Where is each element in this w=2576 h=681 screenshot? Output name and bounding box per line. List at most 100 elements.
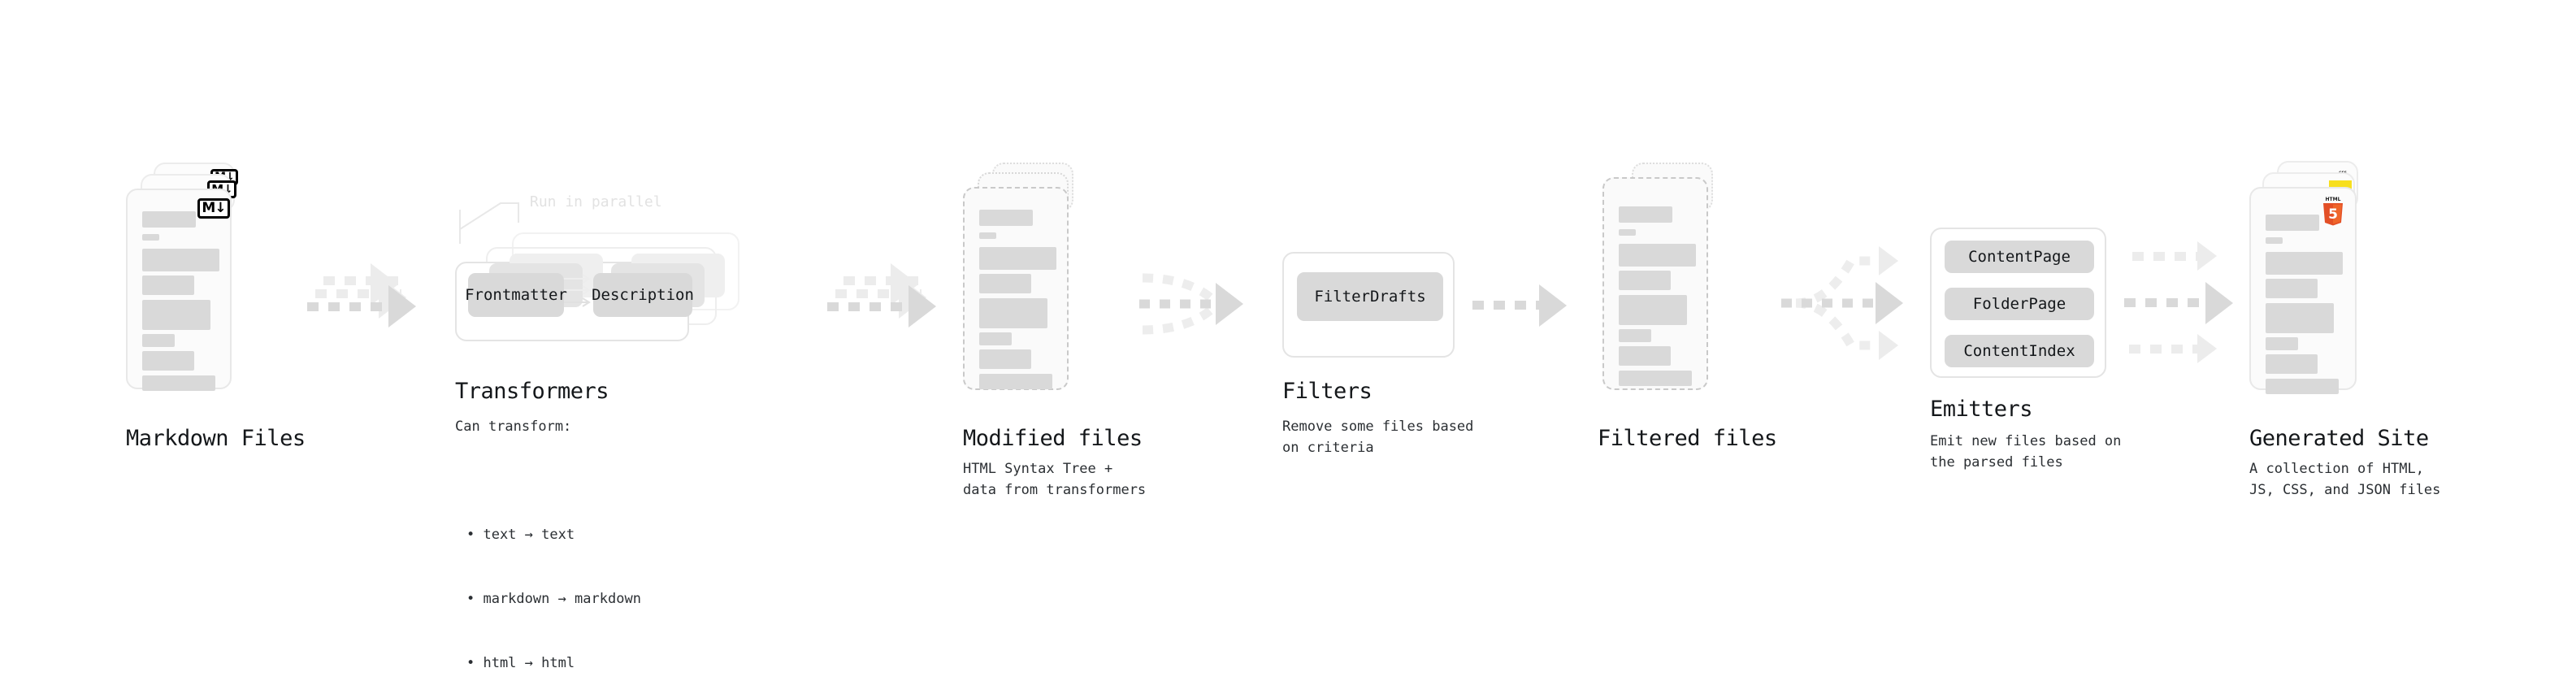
doc-line [1619, 295, 1687, 325]
filter-chip-label: FilterDrafts [1314, 288, 1426, 306]
doc-line [979, 247, 1056, 270]
filters-panel: FilterDrafts [1282, 252, 1455, 358]
doc-line [142, 375, 215, 391]
stage-label-markdown-files: Markdown Files [126, 426, 306, 451]
doc-line [142, 300, 210, 330]
doc-line [2266, 379, 2339, 394]
stage-label-filtered-files: Filtered files [1598, 426, 1777, 451]
transformers-bullet: • markdown → markdown [466, 591, 641, 608]
doc-line [979, 298, 1047, 328]
doc-line [1619, 244, 1696, 267]
doc-line [2266, 215, 2319, 231]
emitter-chip-label: ContentPage [1968, 248, 2071, 266]
doc-line [142, 351, 194, 371]
stage-label-emitters: Emitters [1930, 397, 2033, 422]
doc-line [979, 349, 1031, 369]
doc-line [979, 332, 1012, 345]
arrow-filters-to-filtered [1472, 284, 1578, 333]
emitters-description: Emit new files based on the parsed files [1930, 433, 2122, 471]
arrow-head [1876, 282, 1903, 324]
doc-line [142, 275, 194, 295]
arrow-head [1879, 331, 1898, 360]
parallel-bracket-left [459, 210, 505, 242]
generated-site-description: A collection of HTML, JS, CSS, and JSON … [2249, 461, 2441, 499]
arrow-converge-paths [1139, 273, 1219, 335]
arrow-markdown-to-transformers [307, 263, 425, 340]
doc-line [979, 274, 1031, 293]
run-in-parallel-label: Run in parallel [530, 193, 662, 210]
transformer-chip-frontmatter[interactable]: Frontmatter [465, 273, 567, 317]
arrow-dash [315, 289, 401, 298]
arrow-dash [323, 276, 401, 285]
arrow-dash [1472, 301, 1552, 310]
arrow-head [2197, 241, 2217, 271]
doc-line [2266, 354, 2318, 374]
arrow-dash [827, 302, 923, 311]
transformers-description: Can transform: [455, 419, 572, 435]
doc-line [979, 374, 1052, 389]
doc-line [1619, 371, 1692, 386]
arrow-modified-to-filters [1131, 260, 1261, 349]
doc-line [2266, 303, 2334, 333]
arrow-head [388, 285, 416, 327]
arrow-head [1539, 284, 1567, 327]
html5-badge: HTML 5 [2323, 197, 2343, 226]
arrow-dash [2132, 252, 2202, 261]
parallel-bracket-icon [459, 202, 519, 244]
transformer-inner-arrows [561, 275, 591, 307]
transformer-chip-description[interactable]: Description [592, 273, 694, 317]
arrow-head [1216, 283, 1243, 325]
emitter-chip-contentindex[interactable]: ContentIndex [1945, 335, 2094, 367]
arrow-dash [2124, 298, 2212, 307]
emitter-chip-contentpage[interactable]: ContentPage [1945, 241, 2094, 273]
markdown-doc-front [126, 189, 232, 391]
arrow-head [1879, 246, 1898, 275]
doc-line [2266, 237, 2283, 244]
transformer-chip-label: Frontmatter [465, 286, 567, 304]
stage-label-generated-site: Generated Site [2249, 426, 2429, 451]
filtered-doc-front [1602, 177, 1708, 390]
arrow-head [909, 285, 936, 327]
doc-line [1619, 346, 1671, 366]
svg-text:5: 5 [2328, 206, 2338, 223]
doc-line [1619, 329, 1651, 342]
svg-text:HTML: HTML [2326, 197, 2341, 202]
filters-description: Remove some files based on criteria [1282, 419, 1474, 457]
arrow-filtered-to-emitters [1781, 232, 1932, 374]
arrow-emitters-to-site [2124, 232, 2266, 374]
arrow-dash [843, 276, 922, 285]
emitters-panel: ContentPage FolderPage ContentIndex [1930, 228, 2106, 378]
doc-line [2266, 252, 2343, 275]
arrow-head [2197, 334, 2217, 363]
transformers-bullets: • text → text • markdown → markdown • ht… [466, 439, 641, 681]
transformers-bullet: • text → text [466, 527, 575, 544]
doc-line [2266, 279, 2318, 298]
doc-line [979, 210, 1033, 226]
doc-line [142, 334, 175, 347]
arrow-dash [835, 289, 922, 298]
arrow-diverge-paths [1781, 256, 1885, 350]
arrow-dash [2129, 345, 2202, 354]
stage-label-filters: Filters [1282, 379, 1373, 404]
doc-line [1619, 206, 1672, 223]
transformers-bullet: • html → html [466, 655, 575, 672]
doc-line [979, 232, 996, 239]
doc-line [142, 249, 219, 271]
modified-files-description: HTML Syntax Tree + data from transformer… [963, 461, 1147, 499]
arrow-dash [307, 302, 403, 311]
doc-line [1619, 271, 1671, 290]
markdown-badge-front: M↓ [197, 198, 230, 219]
arrow-head [2205, 282, 2233, 324]
emitter-chip-label: FolderPage [1972, 295, 2066, 313]
emitter-chip-label: ContentIndex [1963, 342, 2075, 360]
doc-line [142, 234, 159, 241]
filter-chip-filterdrafts[interactable]: FilterDrafts [1297, 272, 1443, 321]
modified-doc-front [963, 187, 1069, 390]
stage-label-transformers: Transformers [455, 379, 609, 404]
transformers-panel: Frontmatter Description [455, 254, 725, 341]
stage-label-modified-files: Modified files [963, 426, 1143, 451]
emitter-chip-folderpage[interactable]: FolderPage [1945, 288, 2094, 320]
arrow-transformers-to-modified [827, 263, 945, 340]
doc-line [1619, 229, 1636, 236]
